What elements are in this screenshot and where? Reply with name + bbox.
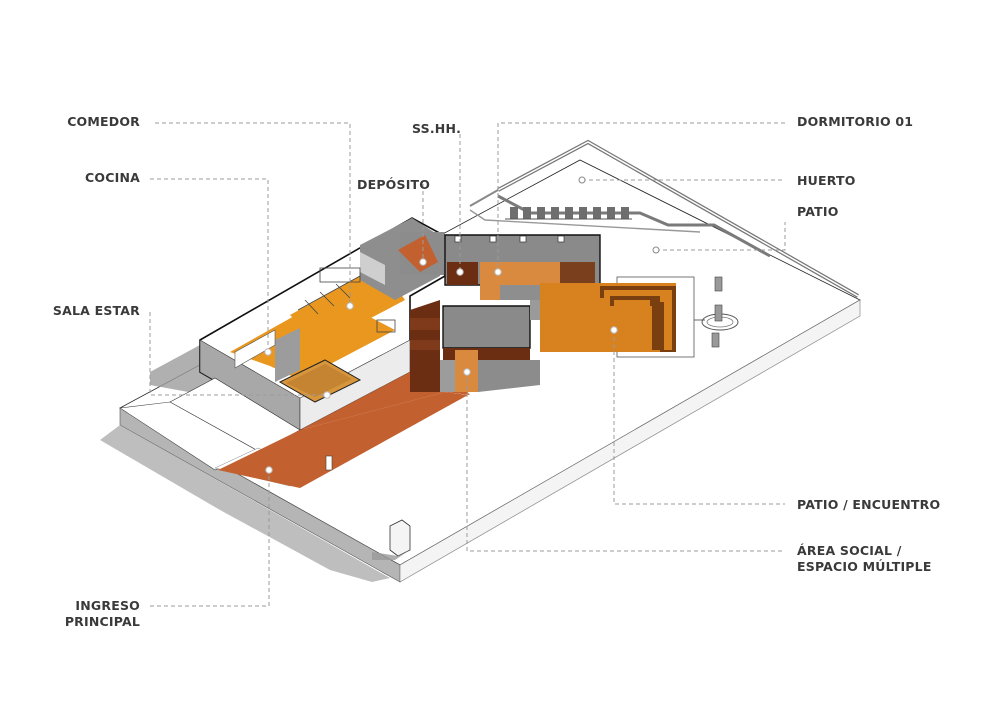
label-area-social: ÁREA SOCIAL / ESPACIO MÚLTIPLE: [797, 543, 932, 574]
huerto-garden: [469, 194, 771, 258]
central-block: [410, 300, 540, 392]
label-comedor: COMEDOR: [67, 114, 140, 129]
perimeter-wall: [469, 139, 859, 298]
label-huerto: HUERTO: [797, 173, 856, 188]
label-patio-encuentro: PATIO / ENCUENTRO: [797, 497, 941, 512]
label-patio: PATIO: [797, 204, 839, 219]
label-deposito: DEPÓSITO: [357, 177, 431, 192]
label-sshh: SS.HH.: [412, 121, 462, 136]
label-sala-estar: SALA ESTAR: [52, 303, 140, 318]
label-dormitorio-01: DORMITORIO 01: [797, 114, 914, 129]
label-ingreso-principal: INGRESO PRINCIPAL: [64, 598, 140, 629]
ingreso-plaza: [119, 360, 470, 560]
leader-lines: [149, 122, 786, 607]
label-cocina: COCINA: [85, 170, 140, 185]
label-markers: [264, 176, 660, 474]
patio-encuentro: [540, 276, 739, 358]
